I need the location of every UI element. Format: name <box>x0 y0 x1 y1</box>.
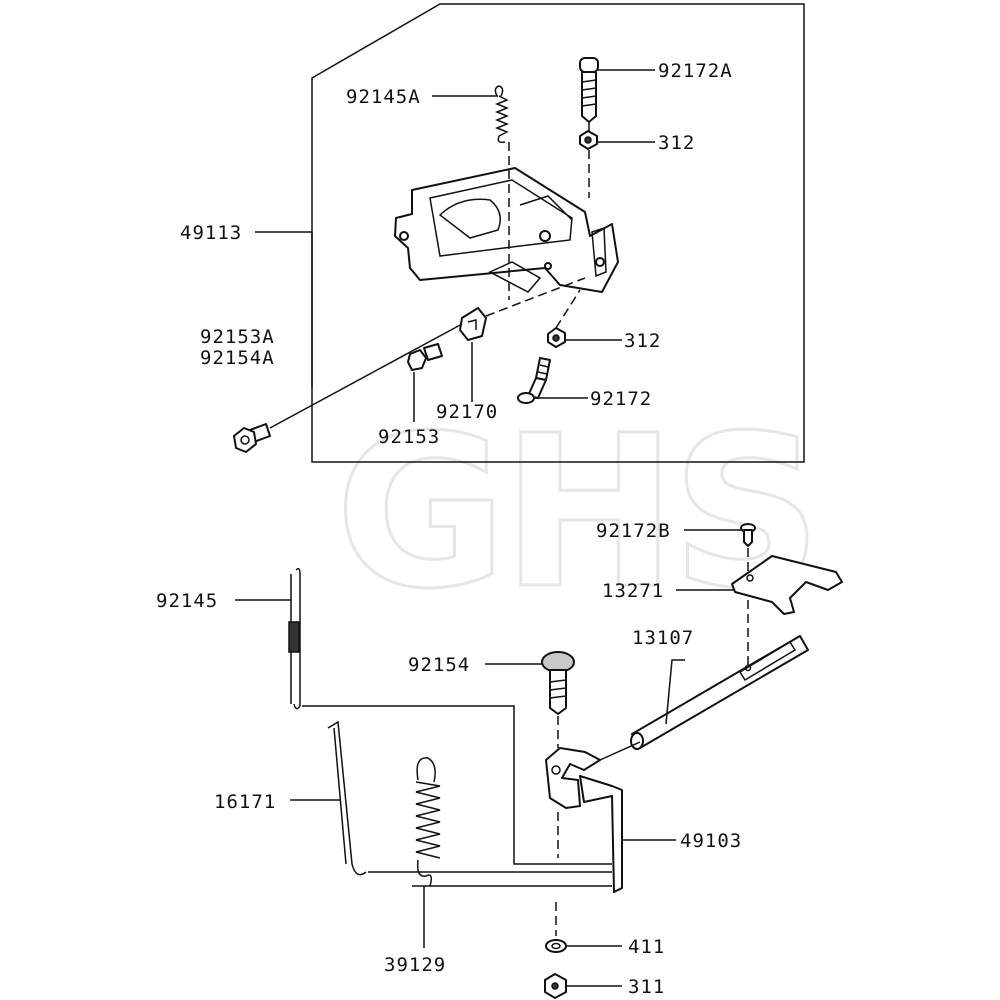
screw-92172B <box>740 523 756 547</box>
watermark: GHS <box>335 390 816 635</box>
rod-92145 <box>288 567 301 710</box>
label-92145: 92145 <box>156 590 218 612</box>
nut-312-bottom <box>547 327 566 348</box>
clip-guide <box>485 277 586 317</box>
label-92154: 92154 <box>408 654 470 676</box>
bolt-92172A <box>579 57 599 123</box>
bolt-92153A-guide <box>269 323 463 429</box>
shaft-13107 <box>630 635 809 750</box>
label-411: 411 <box>628 936 665 958</box>
label-92153A: 92153A <box>200 326 275 348</box>
label-92154A: 92154A <box>200 347 275 369</box>
bolt-92172 <box>517 357 551 404</box>
washer-411 <box>545 939 567 953</box>
nut-312-top <box>579 130 598 150</box>
spring-92145A <box>494 85 510 144</box>
nut-311 <box>544 973 567 999</box>
spring-39129 <box>415 757 441 887</box>
label-312-top: 312 <box>658 132 695 154</box>
leader-lines <box>235 69 742 987</box>
nut-312-guide <box>555 289 581 329</box>
bolt-92153 <box>407 343 443 371</box>
label-49103: 49103 <box>680 830 742 852</box>
assembly-frame <box>311 3 805 463</box>
label-312-bottom: 312 <box>624 330 661 352</box>
label-13271: 13271 <box>602 580 664 602</box>
label-92170: 92170 <box>436 401 498 423</box>
lever-49103 <box>545 741 641 893</box>
bracket-13271 <box>731 555 843 615</box>
label-311: 311 <box>628 976 665 998</box>
bolt-92154 <box>541 651 575 715</box>
control-plate-49113 <box>394 167 619 293</box>
bolt-92153A <box>233 423 271 453</box>
label-92153: 92153 <box>378 426 440 448</box>
label-13107: 13107 <box>632 627 694 649</box>
rod-16171 <box>327 720 367 876</box>
label-92172B: 92172B <box>596 520 671 542</box>
label-39129: 39129 <box>384 954 446 976</box>
label-92172: 92172 <box>590 388 652 410</box>
rod-92145-path <box>302 705 612 865</box>
clip-92170 <box>459 307 487 341</box>
label-49113: 49113 <box>180 222 242 244</box>
label-92172A: 92172A <box>658 60 733 82</box>
label-16171: 16171 <box>214 791 276 813</box>
label-92145A: 92145A <box>346 86 421 108</box>
